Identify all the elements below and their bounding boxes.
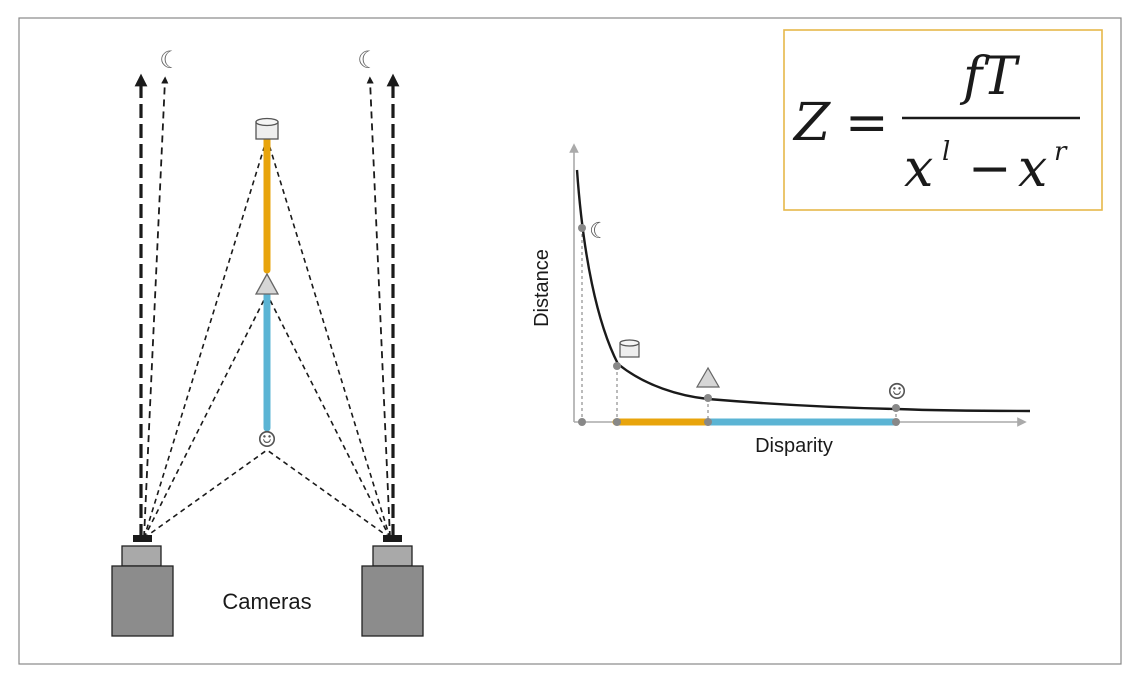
curve-points: [578, 224, 900, 412]
formula-z: Z: [792, 93, 831, 153]
ray-left-cup: [143, 137, 268, 539]
formula-equals: =: [845, 93, 889, 153]
drop-lines: [581, 228, 897, 422]
formula-minus: −: [968, 139, 1012, 199]
formula-box: Z = fT x l − x r: [783, 29, 1103, 211]
figure-frame: [18, 17, 1122, 665]
axis-point-triangle: [704, 418, 712, 426]
ray-right-cup: [266, 137, 391, 539]
axis-point-cup: [613, 418, 621, 426]
axis-points: [578, 418, 900, 426]
formula-sup-l: l: [942, 137, 950, 167]
moon-icon-left: ☾: [159, 46, 181, 74]
ray-right-triangle: [266, 293, 391, 539]
moon-icon-right: ☾: [357, 46, 379, 74]
formula-numerator: fT: [959, 47, 1020, 107]
left-moon-ray-arrow: [143, 76, 169, 539]
ray-left-triangle: [143, 293, 268, 539]
left-camera-icon: [111, 535, 174, 637]
plot-cup-icon: [619, 339, 640, 358]
formula-border: [783, 29, 1103, 211]
plot-moon-icon: ☾: [589, 219, 609, 244]
axis-point-smiley: [892, 418, 900, 426]
plot-triangle-icon: [695, 366, 721, 388]
axis-point-moon: [578, 418, 586, 426]
plot-smiley-icon: ☺: [887, 380, 907, 405]
camera-scene: ☾ ☾ ☺: [111, 46, 424, 637]
curve-point-triangle: [704, 394, 712, 402]
formula-x-right: x: [1018, 139, 1047, 199]
x-axis-label: Disparity: [755, 435, 833, 457]
cup-icon: [255, 117, 279, 140]
right-camera-icon: [361, 535, 424, 637]
cameras-label: Cameras: [222, 589, 311, 614]
triangle-icon: [254, 272, 280, 295]
curve-point-smiley: [892, 404, 900, 412]
curve-point-cup: [613, 362, 621, 370]
formula-sup-r: r: [1054, 137, 1068, 167]
ray-right-smiley: [266, 449, 391, 539]
smiley-icon: ☺: [257, 428, 277, 453]
ray-left-smiley: [143, 449, 268, 539]
object-rays: [143, 137, 391, 539]
right-moon-ray-arrow: [366, 76, 391, 539]
formula-x-left: x: [904, 139, 933, 199]
disparity-distance-plot: Distance Disparity ☾: [531, 143, 1031, 457]
y-axis-label: Distance: [531, 249, 553, 327]
curve-point-moon: [578, 224, 586, 232]
